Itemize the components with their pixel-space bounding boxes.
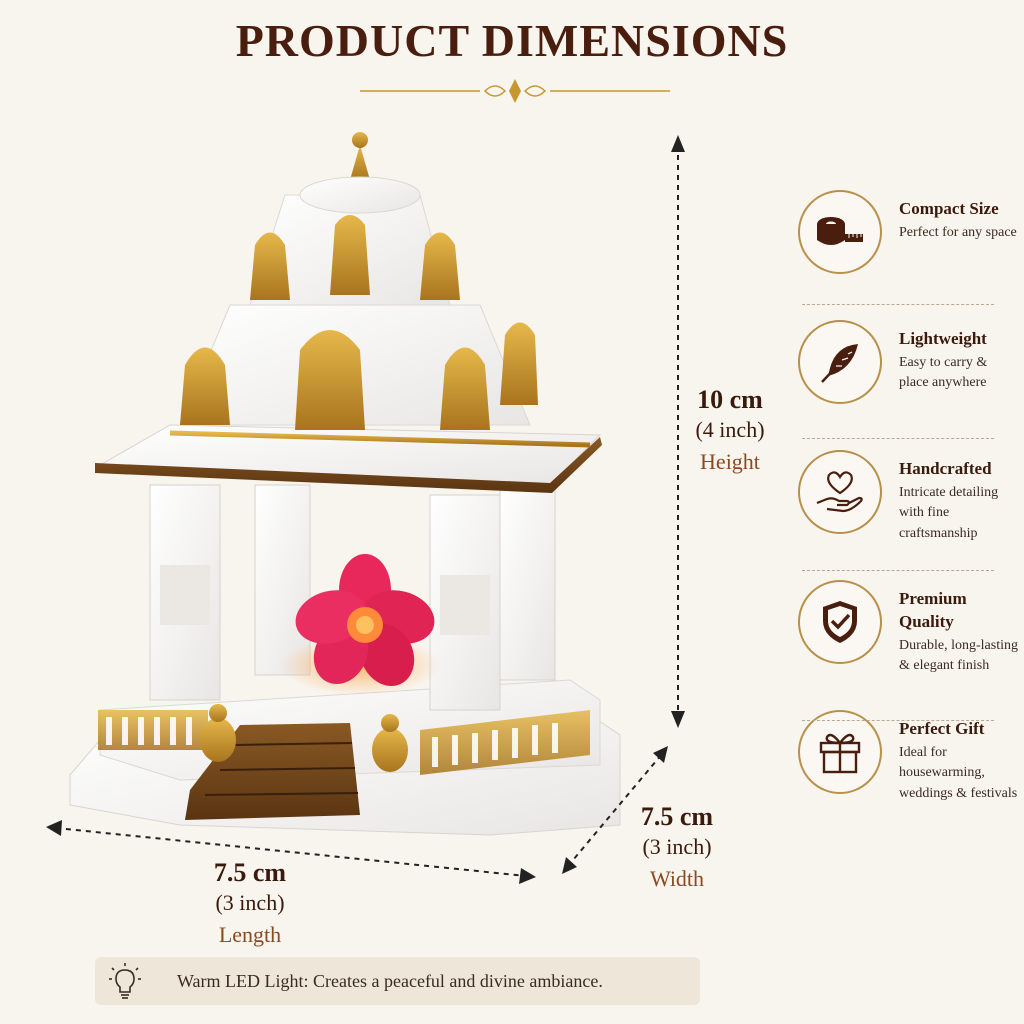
divider	[802, 570, 994, 571]
measuring-tape-icon	[798, 190, 882, 274]
lightbulb-icon	[95, 962, 155, 1000]
feature-desc: Perfect for any space	[899, 224, 1017, 240]
feature-title: Perfect Gift	[899, 719, 985, 738]
feature-premium-quality: Premium Quality Durable, long-lasting & …	[798, 580, 1018, 710]
footer-text: Warm LED Light: Creates a peaceful and d…	[177, 970, 603, 991]
feature-title: Compact Size	[899, 199, 999, 218]
width-value: 7.5 cm	[640, 802, 714, 831]
length-value: 7.5 cm	[213, 858, 287, 887]
feature-list: Compact Size Perfect for any space Light…	[798, 190, 1018, 840]
width-label: Width	[649, 866, 705, 891]
temple-product-image	[69, 132, 621, 836]
heart-hand-icon	[798, 450, 882, 534]
divider	[802, 438, 994, 439]
feature-title: Lightweight	[899, 329, 987, 348]
feature-lightweight: Lightweight Easy to carry & place anywhe…	[798, 320, 1018, 450]
feather-icon	[798, 320, 882, 404]
feature-perfect-gift: Perfect Gift Ideal for housewarming, wed…	[798, 710, 1018, 840]
length-label: Length	[218, 922, 282, 947]
feature-desc: Ideal for housewarming, weddings & festi…	[899, 744, 1018, 801]
title-ornament	[360, 79, 670, 103]
length-imperial: (3 inch)	[215, 890, 285, 915]
width-imperial: (3 inch)	[642, 834, 712, 859]
divider	[802, 304, 994, 305]
height-value: 10 cm	[697, 385, 763, 414]
gift-icon	[798, 710, 882, 794]
feature-title: Handcrafted	[899, 459, 992, 478]
feature-compact-size: Compact Size Perfect for any space	[798, 190, 1018, 320]
divider	[802, 720, 994, 721]
width-dimension: 7.5 cm (3 inch) Width	[622, 802, 732, 892]
height-imperial: (4 inch)	[695, 417, 765, 442]
length-dimension: 7.5 cm (3 inch) Length	[195, 858, 305, 948]
feature-handcrafted: Handcrafted Intricate detailing with fin…	[798, 450, 1018, 580]
page-title: PRODUCT DIMENSIONS	[235, 15, 789, 66]
feature-title: Premium Quality	[899, 589, 967, 631]
feature-desc: Durable, long-lasting & elegant finish	[899, 637, 1018, 674]
height-dimension: 10 cm (4 inch) Height	[680, 385, 780, 475]
feature-desc: Easy to carry & place anywhere	[899, 354, 988, 391]
shield-check-icon	[798, 580, 882, 664]
height-label: Height	[700, 449, 760, 474]
footer-bar: Warm LED Light: Creates a peaceful and d…	[95, 957, 700, 1005]
feature-desc: Intricate detailing with fine craftsmans…	[899, 484, 999, 541]
